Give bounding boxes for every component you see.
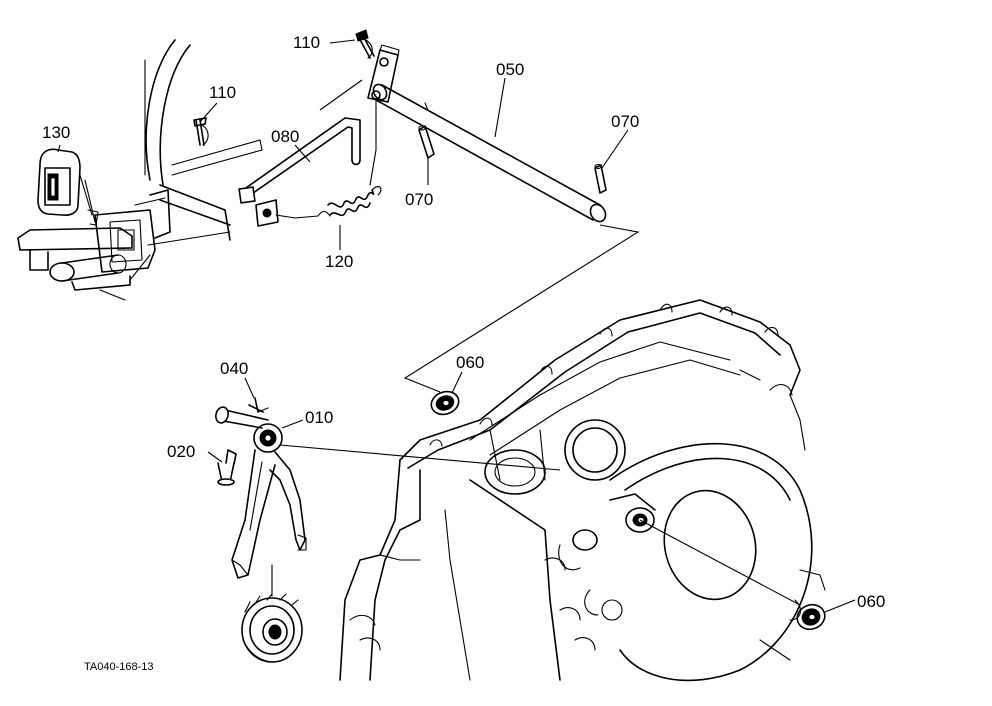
callout-020: 020 xyxy=(167,442,195,461)
callout-010: 010 xyxy=(305,408,333,427)
part-060-bushing-right xyxy=(796,603,826,631)
callout-070-left: 070 xyxy=(405,190,433,209)
shaft-arm-bracket xyxy=(367,44,400,186)
part-120-spring xyxy=(317,186,382,217)
callout-110-left: 110 xyxy=(209,83,236,102)
callout-labels: 110 110 130 080 050 070 070 120 060 040 … xyxy=(42,33,885,673)
assembly-outline xyxy=(319,79,640,393)
assembly-lines xyxy=(279,444,801,606)
release-bearing xyxy=(241,564,303,663)
transmission-housing xyxy=(339,299,826,682)
callout-040: 040 xyxy=(220,359,248,378)
part-010-fork xyxy=(215,406,307,579)
part-110-clip-top xyxy=(355,29,375,59)
part-060-bushing-left xyxy=(430,390,460,416)
callout-080: 080 xyxy=(271,127,299,146)
frame-assembly xyxy=(17,39,263,301)
part-020-bolt xyxy=(217,449,237,486)
callout-110-top: 110 xyxy=(293,33,320,52)
callout-070-right: 070 xyxy=(611,112,639,131)
callout-060-right: 060 xyxy=(857,592,885,611)
part-110-clip-left xyxy=(193,117,209,146)
part-080-rod xyxy=(238,117,361,227)
callout-120: 120 xyxy=(325,252,353,271)
part-070-pin-right xyxy=(594,163,607,194)
callout-050: 050 xyxy=(496,60,524,79)
part-040-pin xyxy=(248,397,269,413)
part-050-shaft xyxy=(372,83,607,223)
figure-id: TA040-168-13 xyxy=(84,661,154,673)
part-070-pin-left xyxy=(418,125,435,159)
callout-130: 130 xyxy=(42,123,70,142)
part-130-boot xyxy=(37,148,99,226)
callout-leaders xyxy=(57,39,856,613)
callout-060-left: 060 xyxy=(456,353,484,372)
